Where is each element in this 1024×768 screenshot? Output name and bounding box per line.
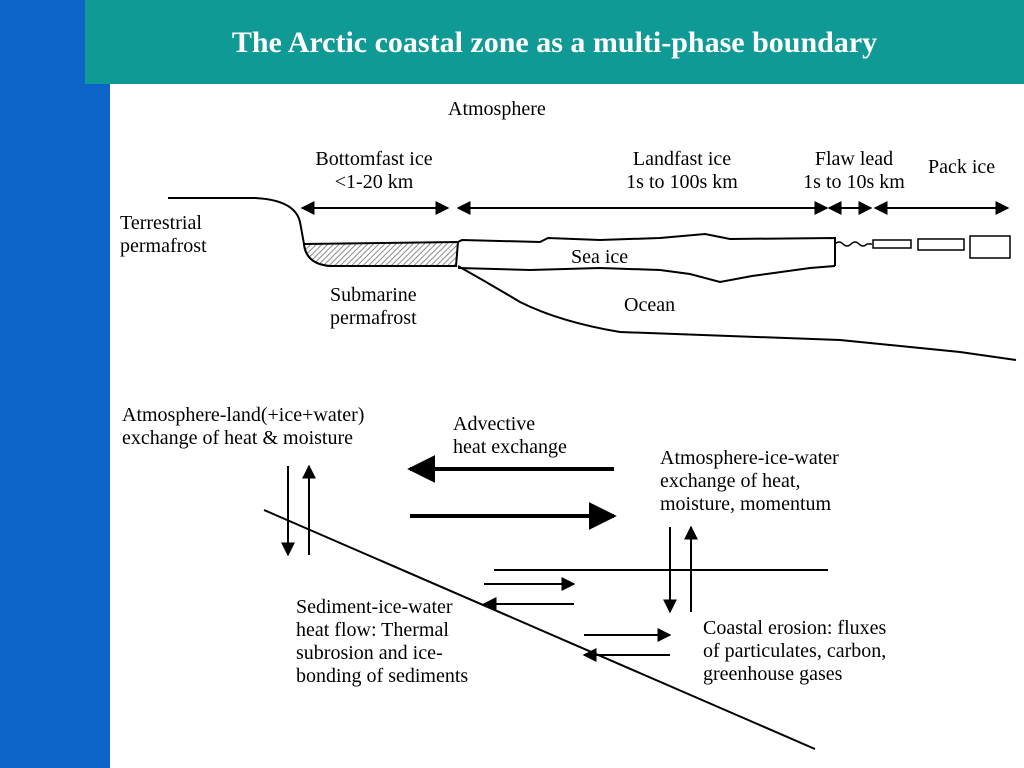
coast-slope-line — [263, 509, 816, 750]
zone-name: Pack ice — [928, 156, 996, 178]
flaw-lead-water — [834, 241, 872, 247]
zone-flaw-lead: Flaw lead 1s to 10s km — [786, 148, 922, 194]
zone-name: Bottomfast ice — [315, 148, 433, 170]
slide-title: The Arctic coastal zone as a multi-phase… — [231, 26, 878, 59]
sea-ice-top-edge — [457, 232, 836, 266]
zone-name: Landfast ice — [632, 148, 732, 170]
sea-ice-label: Sea ice — [571, 246, 629, 268]
atmosphere-land-exchange-label: Atmosphere-land(+ice+water) exchange of … — [122, 404, 365, 449]
sediment-ice-water-heat-flow-label: Sediment-ice-water heat flow: Thermal su… — [296, 596, 469, 687]
pack-ice-floe-medium — [917, 238, 965, 251]
zone-bottomfast-ice: Bottomfast ice <1-20 km — [294, 148, 454, 194]
advective-heat-exchange-label: Advective heat exchange — [453, 413, 567, 458]
atmosphere-label: Atmosphere — [448, 98, 546, 120]
submarine-permafrost-label: Submarine permafrost — [330, 284, 417, 329]
ocean-label: Ocean — [624, 294, 676, 316]
zone-extent: 1s to 100s km — [626, 171, 738, 193]
seafloor-line — [457, 265, 1017, 361]
zone-extent: 1s to 10s km — [803, 171, 905, 193]
title-bar — [85, 0, 1024, 84]
atmosphere-ice-water-exchange-label: Atmosphere-ice-water exchange of heat, m… — [660, 447, 839, 515]
terrestrial-permafrost-label: Terrestrial permafrost — [120, 212, 207, 257]
bottomfast-ice-hatch — [302, 240, 460, 267]
zone-extent: <1-20 km — [334, 171, 414, 193]
pack-ice-floe-large — [969, 235, 1011, 259]
left-accent-bar — [0, 0, 110, 768]
zone-pack-ice: Pack ice — [928, 156, 995, 179]
zone-landfast-ice: Landfast ice 1s to 100s km — [600, 148, 764, 194]
pack-ice-floe-small — [872, 239, 912, 249]
coastal-erosion-label: Coastal erosion: fluxes of particulates,… — [703, 617, 887, 685]
zone-name: Flaw lead — [814, 148, 894, 170]
sea-ice-bottom-edge — [457, 265, 836, 284]
